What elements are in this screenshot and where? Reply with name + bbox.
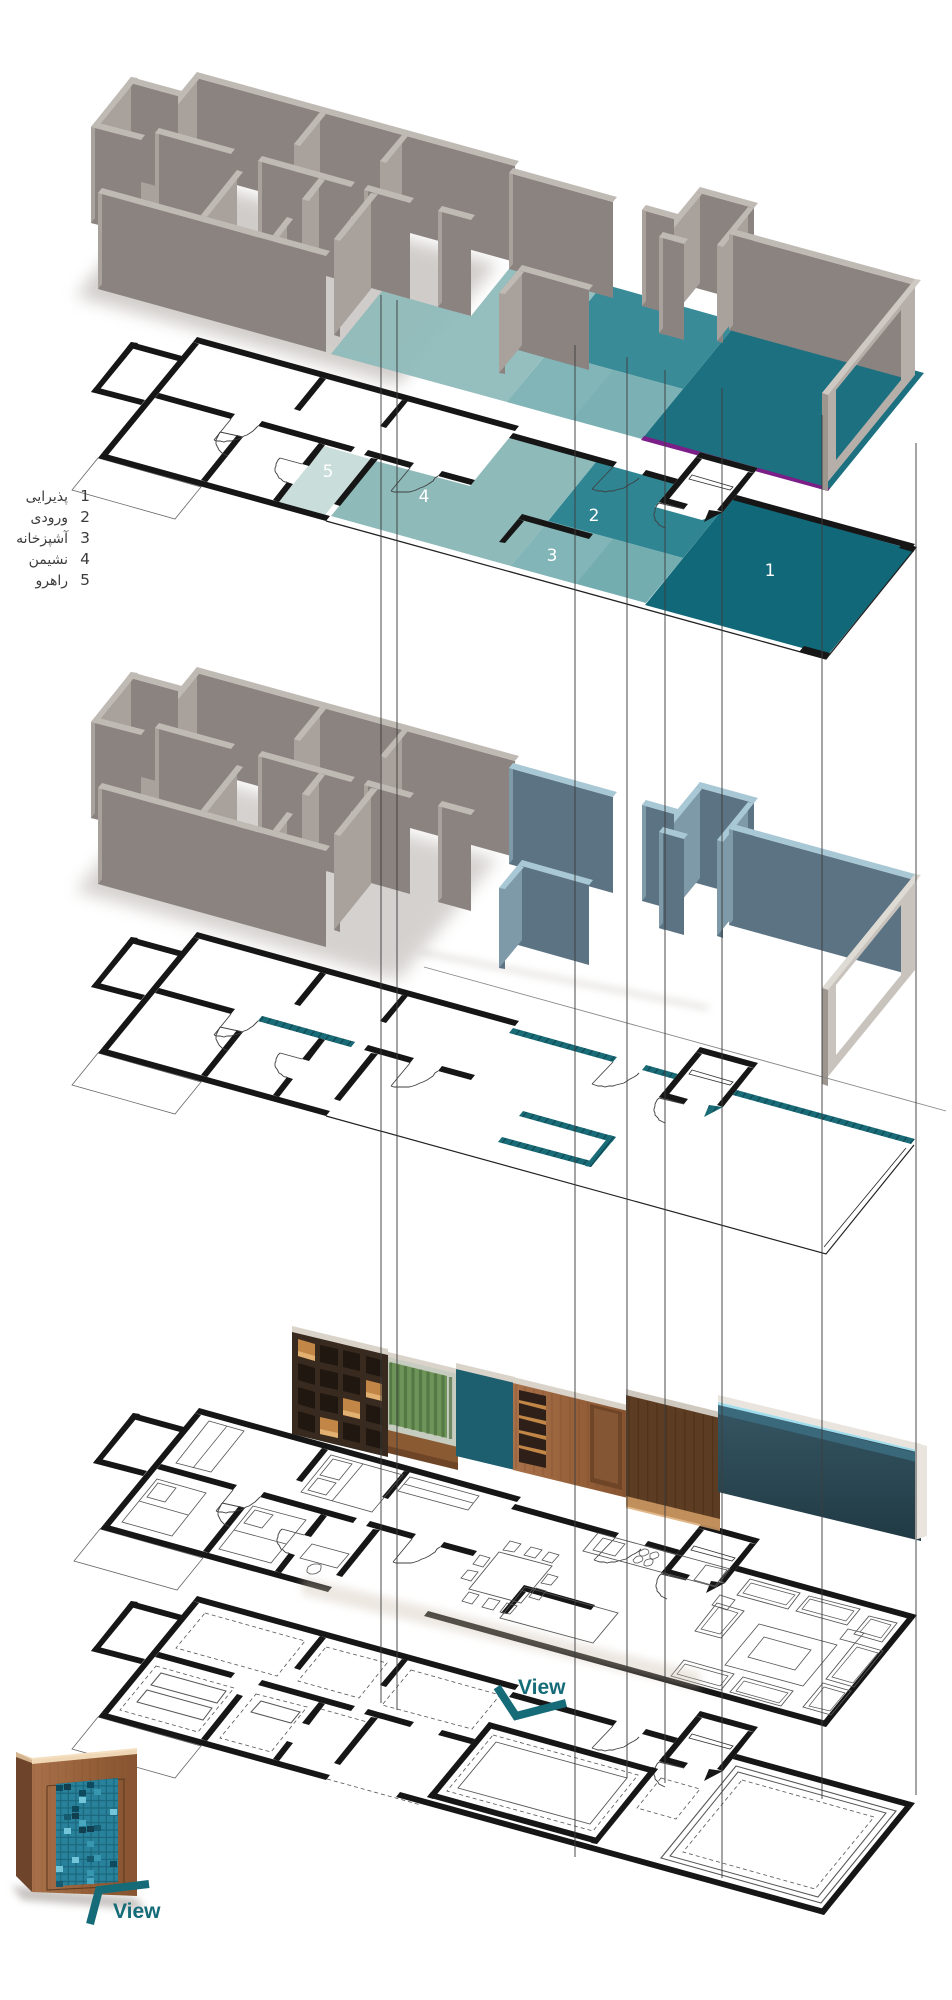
legend-label: ورودی [31, 510, 68, 526]
zone-label-2: 2 [589, 506, 600, 526]
plan-view-marker: View [493, 1676, 568, 1721]
zone-fill-1-reception [645, 499, 914, 655]
zone-label-4: 4 [419, 487, 430, 507]
layer-d-plan-teal-walls [71, 932, 947, 1255]
legend-number: 4 [80, 550, 90, 568]
legend-label: راهرو [34, 573, 68, 589]
layer-a-3d-walls-finished [91, 72, 924, 491]
legend-row: ورودی 2 [31, 508, 90, 526]
projection-lines [380, 295, 917, 1878]
zone-fill-5-corridor [279, 446, 370, 515]
legend-row: پذیرایی 1 [26, 487, 90, 505]
zone-label-3: 3 [547, 546, 558, 566]
layer-e-interior-elevation [292, 1326, 927, 1541]
layer-e-shadow [302, 1577, 700, 1690]
legend-label: نشیمن [29, 552, 68, 568]
detail-view-marker: View [86, 1880, 161, 1926]
legend-label: پذیرایی [26, 489, 68, 505]
legend-number: 3 [80, 529, 90, 547]
zone-label-1: 1 [765, 561, 776, 581]
legend-row: آشپزخانه 3 [16, 529, 90, 547]
legend-row: راهرو 5 [34, 571, 89, 589]
plan-view-label: View [518, 1676, 566, 1699]
layer-c-3d-walls-structure [91, 667, 921, 1086]
detail-view-label: View [113, 1900, 161, 1923]
material-swatch [16, 1748, 137, 1896]
legend-row: نشیمن 4 [29, 550, 90, 568]
view-direction-icon [493, 1684, 568, 1721]
legend: پذیرایی 1 ورودی 2 آشپزخانه 3 نشیمن 4 راهرو 5 [16, 487, 90, 589]
legend-label: آشپزخانه [16, 530, 69, 547]
layer-f-furnished-plan [73, 1408, 917, 1727]
detail-view-direction-icon [86, 1880, 150, 1926]
zone-fill-2-entrance [548, 462, 731, 558]
zone-label-5: 5 [323, 462, 334, 482]
legend-number: 5 [80, 571, 90, 589]
layer-c-slab-shadow [419, 950, 709, 1010]
legend-number: 2 [80, 508, 90, 526]
legend-number: 1 [80, 487, 90, 505]
